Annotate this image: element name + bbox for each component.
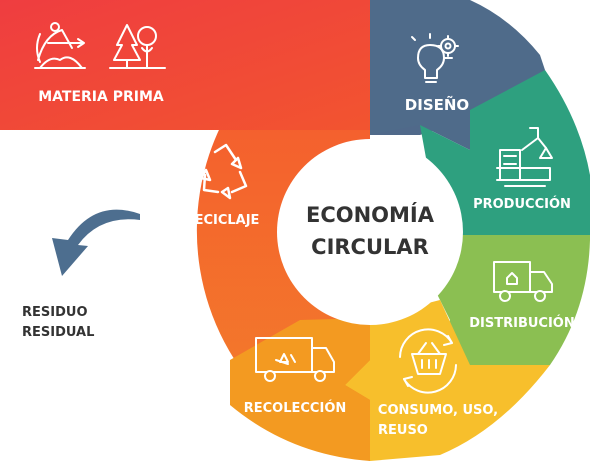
archer-icon — [34, 22, 86, 69]
distribucion-block — [435, 235, 590, 365]
title-line1: ECONOMÍA — [306, 202, 435, 227]
delivery-truck-icon — [493, 261, 553, 302]
produccion-label: PRODUCCIÓN — [473, 196, 571, 212]
basket-cycle-icon — [399, 328, 457, 394]
lightbulb-gear-icon — [411, 33, 459, 83]
consumo-label-line1: CONSUMO, USO, — [378, 403, 498, 418]
produccion-block — [420, 70, 590, 245]
materia-prima-label: MATERIA PRIMA — [38, 89, 164, 105]
residuo-arrow — [52, 209, 140, 276]
recoleccion-label: RECOLECCIÓN — [244, 400, 347, 416]
distribucion-label: DISTRIBUCIÓN — [469, 315, 574, 331]
reciclaje-label: RECICLAJE — [185, 213, 260, 228]
consumo-block — [345, 300, 550, 461]
recycle-icon — [199, 143, 248, 200]
title-line2: CIRCULAR — [311, 235, 429, 259]
factory-robot-icon — [496, 127, 553, 187]
materia-prima-band — [0, 0, 395, 130]
diseno-label: DISEÑO — [405, 95, 469, 114]
residuo-label-line2: RESIDUAL — [22, 325, 94, 340]
materia-prima-icons — [34, 22, 166, 69]
residuo-label-line1: RESIDUO — [22, 305, 88, 320]
recoleccion-block — [230, 318, 370, 461]
center-circle — [277, 139, 463, 325]
trees-icon — [109, 24, 166, 69]
recycling-truck-icon — [255, 337, 335, 382]
consumo-label-line2: REUSO — [378, 423, 428, 438]
